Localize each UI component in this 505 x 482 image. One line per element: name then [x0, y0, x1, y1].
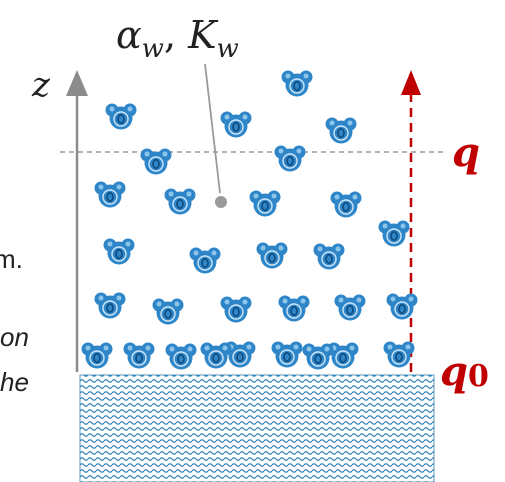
- properties-separator: ,: [164, 13, 188, 57]
- molecule: [333, 293, 367, 322]
- molecule: [93, 291, 127, 320]
- substrate-block: [79, 374, 435, 482]
- molecule: [219, 110, 253, 139]
- molecule: [324, 116, 358, 145]
- z-axis-label: z: [31, 65, 51, 105]
- K-symbol: K: [187, 13, 219, 57]
- z-axis-arrowhead: [66, 70, 88, 96]
- flux-bottom-symbol: q: [440, 348, 468, 395]
- molecule: [312, 242, 346, 271]
- side-text-line-2: on: [0, 322, 29, 352]
- molecule: [277, 294, 311, 323]
- molecule: [163, 187, 197, 216]
- flux-top-label: q: [452, 129, 480, 176]
- molecule: [139, 147, 173, 176]
- molecule: [199, 341, 233, 370]
- molecule: [102, 237, 136, 266]
- molecule: [270, 340, 304, 369]
- alpha-subscript: w: [142, 34, 164, 64]
- label-pointer-dot: [215, 196, 227, 208]
- molecule: [255, 241, 289, 270]
- molecule: [248, 189, 282, 218]
- properties-label: αw, Kw: [116, 13, 239, 64]
- side-text-line-3: he: [0, 367, 29, 397]
- molecule: [93, 180, 127, 209]
- molecule: [151, 297, 185, 326]
- molecule: [385, 292, 419, 321]
- molecule: [301, 342, 335, 371]
- flux-bottom-subscript: 0: [468, 359, 489, 394]
- flux-arrow-head: [401, 70, 421, 95]
- molecule: [122, 341, 156, 370]
- molecule: [80, 341, 114, 370]
- molecule: [104, 102, 138, 131]
- molecule: [377, 219, 411, 248]
- K-subscript: w: [217, 34, 239, 64]
- molecule: [219, 295, 253, 324]
- molecule: [280, 69, 314, 98]
- molecule: [164, 342, 198, 371]
- alpha-symbol: α: [116, 13, 142, 57]
- molecule-field: [80, 69, 419, 371]
- molecule: [273, 144, 307, 173]
- molecule: [329, 190, 363, 219]
- label-pointer-line: [204, 63, 221, 194]
- flux-bottom-label: q0: [440, 348, 489, 395]
- side-text-line-1: m.: [0, 244, 23, 274]
- molecule: [188, 246, 222, 275]
